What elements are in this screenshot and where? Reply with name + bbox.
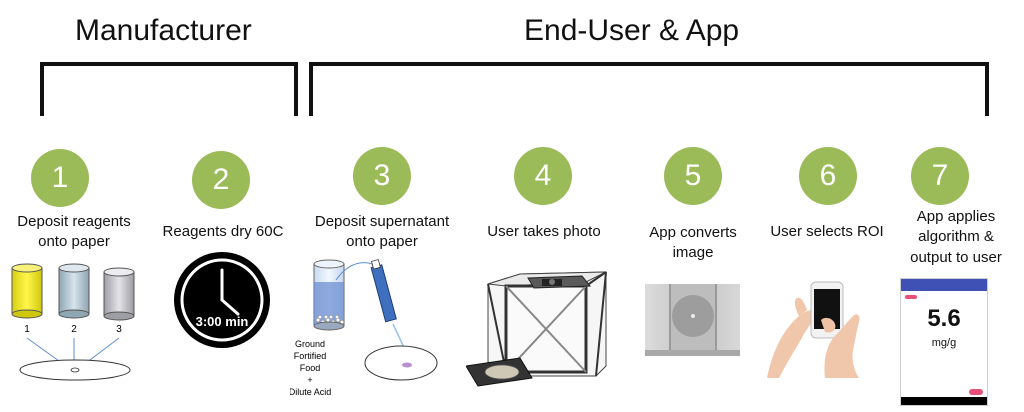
step-7-label-line3: output to user bbox=[910, 248, 1002, 266]
step-3-circle: 3 bbox=[353, 147, 411, 205]
manufacturer-bracket bbox=[40, 62, 298, 116]
step-5-label: App converts image bbox=[630, 223, 756, 264]
sample-tube-icon bbox=[313, 259, 345, 331]
step-7-app-screen: 5.6 mg/g bbox=[900, 278, 988, 406]
step-2-number: 2 bbox=[212, 163, 230, 196]
step-7-circle: 7 bbox=[911, 147, 969, 205]
sample-line-5: Dilute Acid bbox=[290, 387, 331, 397]
app-toolbar bbox=[901, 279, 987, 291]
step-4-label: User takes photo bbox=[470, 222, 618, 242]
step-6-number: 6 bbox=[819, 159, 837, 192]
phone-in-hands-icon bbox=[767, 281, 860, 378]
sample-line-2: Fortified bbox=[294, 351, 327, 361]
nav-bar bbox=[901, 397, 987, 405]
step-1-number: 1 bbox=[51, 161, 69, 194]
step-4-label-line1: User takes photo bbox=[487, 223, 601, 240]
step-3-label-line1: Deposit supernatant bbox=[314, 213, 450, 230]
vial-2-label: 2 bbox=[71, 324, 77, 335]
step-2-label: Reagents dry 60C bbox=[150, 222, 296, 242]
step-1-circle: 1 bbox=[31, 149, 89, 207]
step-7-label-line2: algorithm & bbox=[918, 228, 994, 246]
filter-paper-icon bbox=[364, 345, 438, 381]
step-3-number: 3 bbox=[373, 159, 391, 192]
paper-spot-icon bbox=[70, 367, 80, 373]
end-user-app-bracket bbox=[309, 62, 989, 116]
sample-line-1: Ground bbox=[295, 339, 325, 349]
converted-image-icon bbox=[645, 284, 740, 356]
step-2-illustration: 3:00 min bbox=[174, 252, 270, 348]
timer-text: 3:00 min bbox=[196, 314, 249, 329]
step-1-label: Deposit reagents onto paper bbox=[0, 212, 148, 253]
slider-handle-icon bbox=[905, 295, 917, 299]
step-1-illustration: 1 2 3 bbox=[11, 263, 135, 381]
step-6-circle: 6 bbox=[799, 147, 857, 205]
step-6-label: User selects ROI bbox=[762, 222, 892, 242]
sample-line-4: + bbox=[307, 375, 312, 385]
end-user-app-heading: End-User & App bbox=[524, 14, 740, 47]
step-7-label-line1: App applies bbox=[916, 208, 996, 225]
step-5-circle: 5 bbox=[664, 147, 722, 205]
manufacturer-heading: Manufacturer bbox=[75, 14, 252, 47]
sample-line-3: Food bbox=[300, 363, 321, 373]
result-unit: mg/g bbox=[931, 337, 957, 349]
step-5-label-line1: App converts bbox=[649, 224, 737, 241]
vial-3-label: 3 bbox=[116, 324, 122, 335]
vial-2-icon bbox=[58, 263, 90, 319]
step-2-label-line1: Reagents dry 60C bbox=[162, 223, 284, 240]
slider-handle-icon bbox=[969, 389, 983, 395]
sample-spot-icon bbox=[402, 362, 412, 368]
step-3-label: Deposit supernatant onto paper bbox=[300, 212, 464, 253]
vial-1-label: 1 bbox=[24, 324, 30, 335]
step-6-label-line1: User selects ROI bbox=[770, 223, 884, 240]
imaging-box-icon bbox=[466, 271, 607, 387]
step-4-illustration bbox=[466, 271, 607, 387]
step-3-label-line2: onto paper bbox=[346, 233, 418, 251]
step-1-label-line2: onto paper bbox=[38, 233, 110, 251]
step-5-number: 5 bbox=[684, 159, 702, 192]
step-3-illustration: Ground Fortified Food + Dilute Acid bbox=[290, 259, 438, 397]
step-4-number: 4 bbox=[534, 159, 552, 192]
step-5-illustration bbox=[645, 284, 740, 356]
step-4-circle: 4 bbox=[514, 147, 572, 205]
vial-3-icon bbox=[103, 267, 135, 321]
step-1-label-line1: Deposit reagents bbox=[17, 213, 131, 230]
step-6-illustration bbox=[767, 281, 860, 378]
filter-paper-icon bbox=[19, 359, 131, 381]
step-7-label: App applies algorithm & output to user bbox=[893, 207, 1019, 268]
step-7-number: 7 bbox=[931, 159, 949, 192]
step-2-circle: 2 bbox=[192, 151, 250, 209]
step-5-label-line2: image bbox=[672, 244, 714, 262]
vial-1-icon bbox=[11, 263, 43, 319]
result-value: 5.6 bbox=[927, 305, 961, 332]
